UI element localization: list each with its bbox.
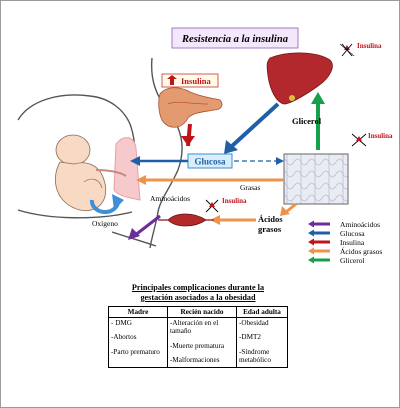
liver-glucose-arrow-head [224, 140, 238, 154]
muscle [158, 213, 214, 227]
liver [266, 52, 333, 105]
complications-table: Madre Recién nacido Edad adulta - DMG-Ab… [108, 306, 288, 368]
header-edad-adulta: Edad adulta [236, 306, 288, 318]
header-madre: Madre [108, 306, 168, 318]
glucosa-label: Glucosa [194, 157, 226, 167]
placenta [113, 137, 141, 201]
recien-nacido-cell: -Alteración en el tamaño-Muerte prematur… [167, 317, 237, 368]
title-box [171, 27, 299, 49]
acidos-grasos-label-2: grasos [258, 224, 282, 234]
header-recien-nacido: Recién nacido [167, 306, 237, 318]
grasas-arrow-head [136, 175, 146, 185]
pancreas [158, 87, 223, 128]
adipose-insulina-label: Insulina [368, 132, 393, 140]
glicerol-arrow-head [311, 92, 325, 104]
legend-arrow-head [308, 238, 314, 246]
pancreas-insulina-box [161, 73, 219, 88]
legend-label: Insulina [340, 238, 365, 247]
glucose-dashed-arrow-head [276, 157, 284, 165]
pancreas-insulina-label: Insulina [181, 76, 212, 86]
aminoacidos-label: Aminoácidos [150, 194, 190, 203]
edad-adulta-cell: -Obesidad-DMT2-Síndrome metabólico [236, 317, 288, 368]
madre-cell: - DMG-Abortos-Parto prematuro [108, 317, 168, 368]
grasas-label: Grasas [240, 183, 260, 192]
legend-arrow-head [308, 220, 314, 228]
liver-insulina-label: Insulina [357, 42, 382, 50]
fatty-acid-arrow-head [280, 206, 290, 216]
muscle-insulin-blocked-icon [209, 202, 215, 207]
diagram-title: Resistencia a la insulina [181, 34, 288, 45]
legend-label: Ácidos grasos [340, 246, 382, 256]
adipose-insulin-blocked-icon [356, 136, 362, 141]
legend-arrow-head [308, 229, 314, 237]
legend-arrow-head [308, 247, 314, 255]
aminoacid-arrow [133, 214, 161, 238]
legend-label: Glucosa [340, 229, 365, 238]
glucose-placenta-arrow-head [130, 156, 140, 166]
oxigeno-label: Oxígeno [92, 219, 118, 228]
insulin-up-icon [167, 75, 177, 85]
glicerol-label: Glicerol [292, 116, 322, 126]
legend-arrow-head [308, 256, 314, 264]
fatty-acid-muscle-arrow-head [210, 215, 220, 225]
fetus [55, 134, 127, 211]
legend-label: Aminoácidos [340, 220, 380, 229]
adipose-tissue [283, 153, 349, 205]
muscle-insulina-label: Insulina [222, 197, 247, 205]
acidos-grasos-label-1: Ácidos [258, 214, 283, 224]
legend-label: Glicerol [340, 256, 365, 265]
insulin-arrow-head [181, 136, 195, 146]
